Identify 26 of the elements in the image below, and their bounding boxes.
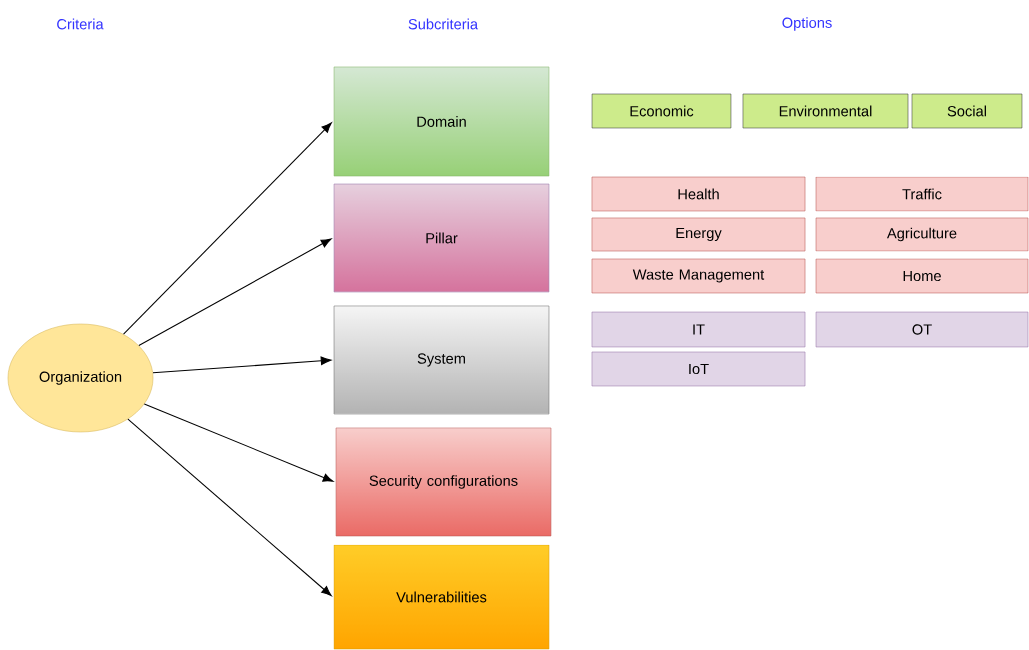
column-heading: Options	[782, 17, 832, 31]
subcriteria-box: Security configurations	[335, 427, 552, 537]
option-box: Waste Management	[591, 258, 806, 294]
subcriteria-box: Vulnerabilities	[333, 544, 550, 650]
arrow	[138, 238, 332, 347]
arrow	[127, 418, 332, 597]
option-box: Traffic	[815, 176, 1029, 212]
arrow	[143, 403, 334, 482]
option-box: Environmental	[742, 93, 909, 129]
column-heading: Subcriteria	[408, 18, 479, 30]
option-box: OT	[815, 311, 1029, 348]
option-box: Health	[591, 176, 806, 212]
subcriteria-box: Pillar	[333, 183, 550, 293]
option-box: Economic	[591, 93, 732, 129]
option-box: Home	[815, 258, 1029, 294]
option-box: IT	[591, 311, 806, 348]
subcriteria-box: System	[333, 305, 550, 415]
arrow	[123, 122, 332, 335]
arrow	[152, 356, 332, 374]
ellipse-node: Organization	[7, 323, 154, 433]
subcriteria-box: Domain	[333, 66, 550, 177]
column-heading: Criteria	[57, 18, 104, 30]
option-box: Agriculture	[815, 217, 1029, 252]
option-box: Social	[911, 93, 1023, 129]
option-box: Energy	[591, 217, 806, 252]
option-box: IoT	[591, 351, 806, 387]
